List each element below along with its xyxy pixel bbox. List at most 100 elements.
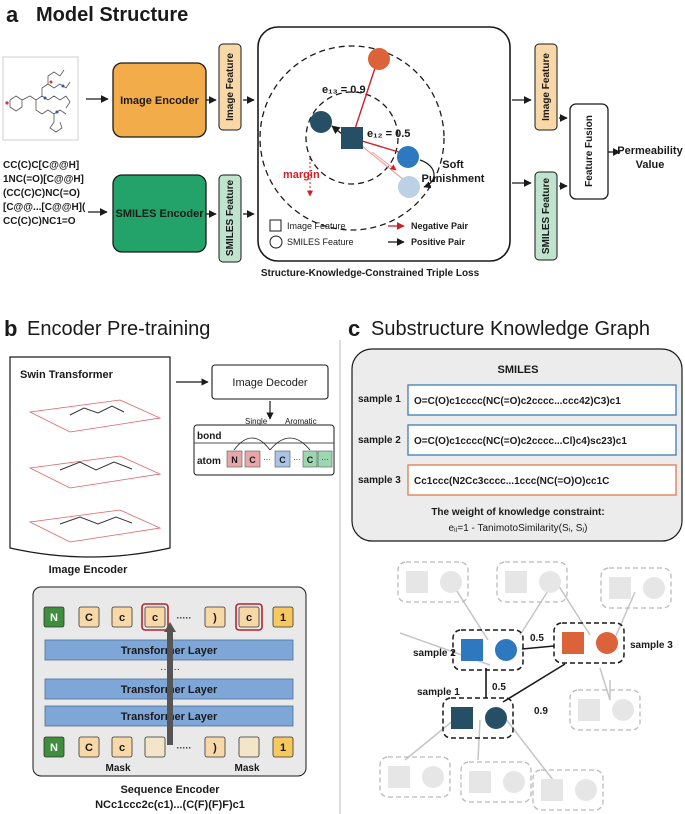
atom-token-5: C xyxy=(307,455,314,465)
smiles-header: SMILES xyxy=(498,364,539,376)
atom-token-0: N xyxy=(231,455,238,465)
top-tokens-box-6 xyxy=(238,606,260,628)
loss-legend: Image Feature SMILES Feature Negative Pa… xyxy=(269,219,469,249)
atom-tokens: N C ··· C ··· C ··· xyxy=(226,450,333,468)
bottom-tokens-token-2: c xyxy=(119,742,125,754)
top-tokens-box-3 xyxy=(144,606,166,628)
margin-label: margin xyxy=(283,169,320,181)
node-sample-3 xyxy=(368,48,390,70)
node-sample-2 xyxy=(397,146,419,168)
panel-b-letter: b xyxy=(4,316,17,341)
sample-1-label: sample 1 xyxy=(358,394,401,405)
aromatic-label: Aromatic xyxy=(285,417,317,426)
sample-2-box xyxy=(407,424,677,456)
panel-a: a Model Structure Image Encoder xyxy=(2,2,684,279)
feature-fusion-label: Feature Fusion xyxy=(584,115,595,187)
bottom-tokens-box-1 xyxy=(78,736,100,758)
positive-smiles-node xyxy=(310,111,332,133)
top-tokens-box-2 xyxy=(111,606,133,628)
panel-b-title: Encoder Pre-training xyxy=(27,318,210,340)
legend-negative: Negative Pair xyxy=(411,221,469,231)
triple-loss-box xyxy=(257,26,511,262)
e12-label: e₁₂ = 0.5 xyxy=(367,128,410,140)
image-decoder-box xyxy=(211,364,329,400)
swin-label: Swin Transformer xyxy=(20,369,114,381)
image-feature-bar-left xyxy=(218,43,242,131)
sample-3-box xyxy=(407,464,677,496)
sample-3-label: sample 3 xyxy=(358,475,401,486)
smiles-text: CC(C)C[C@@H] 1NC(=O)[C@@H] (CC(C)C)NC(=O… xyxy=(3,160,86,227)
panel-a-letter: a xyxy=(6,2,19,27)
top-tokens-box-7 xyxy=(272,606,294,628)
top-tokens-token-5: ) xyxy=(213,612,217,624)
top-tokens-token-0: N xyxy=(50,612,58,624)
graph-sample-2-label: sample 2 xyxy=(413,648,456,659)
atom-label: atom xyxy=(197,456,221,467)
sample-2-label: sample 2 xyxy=(358,435,401,446)
image-feature-bar-right xyxy=(534,43,558,131)
smiles-feature-bar-right xyxy=(534,171,558,261)
edge-1-3 xyxy=(502,663,566,703)
bottom-tokens-box-6 xyxy=(238,736,260,758)
mask-label-2: Mask xyxy=(234,763,259,774)
top-tokens-token-1: C xyxy=(85,612,93,624)
panel-b: b Encoder Pre-training Swin Transformer … xyxy=(4,316,335,811)
positive-pair-arrow xyxy=(331,125,343,135)
top-tokens-box-0 xyxy=(43,606,65,628)
panel-c-letter: c xyxy=(348,316,360,341)
smiles-feature-label-left: SMILES Feature xyxy=(225,180,236,257)
graph-node-sample-3 xyxy=(553,622,625,664)
node-sample-2-shifted xyxy=(398,176,420,198)
weight-formula: eᵢⱼ=1 - TanimotoSimilarity(Sᵢ, Sⱼ) xyxy=(449,523,588,534)
smiles-feature-bar-left xyxy=(218,174,242,263)
top-tokens-box-5 xyxy=(204,606,226,628)
bond-label: bond xyxy=(197,431,221,442)
image-decoder-label: Image Decoder xyxy=(232,377,308,389)
single-label: Single xyxy=(245,417,268,426)
top-tokens-highlight-6 xyxy=(235,603,263,631)
loss-caption: Structure-Knowledge-Constrained Triple L… xyxy=(261,268,480,279)
bottom-tokens-box-0 xyxy=(43,736,65,758)
image-encoder-caption: Image Encoder xyxy=(49,564,129,576)
atom-token-2: ··· xyxy=(263,455,271,464)
vertical-flow-bar xyxy=(167,628,173,745)
bottom-tokens-box-7 xyxy=(272,736,294,758)
top-tokens-highlight-3 xyxy=(141,603,169,631)
outer-margin-ring xyxy=(259,45,445,231)
permeability-label-2: Value xyxy=(636,159,665,171)
faded-arrow xyxy=(371,151,397,171)
atom-token-3: C xyxy=(279,455,286,465)
sample-1-box xyxy=(407,384,677,416)
sample-2-smiles: O=C(O)c1cccc(NC(=O)c2cccc...Cl)c4)sc23)c… xyxy=(414,436,627,447)
atom-token-4: ··· xyxy=(293,455,301,464)
edge-2-3 xyxy=(521,645,555,650)
weight-2-3: 0.5 xyxy=(530,633,544,644)
smiles-line-5: CC(C)C)NC1=O xyxy=(3,216,76,227)
smiles-line-4: [C@@...[C@@H]( xyxy=(3,202,86,213)
legend-square-icon xyxy=(269,219,282,232)
image-encoder-label: Image Encoder xyxy=(120,95,200,107)
bottom-tokens-box-3 xyxy=(144,736,166,758)
weight-1-3: 0.9 xyxy=(534,706,548,717)
soft-label-1: Soft xyxy=(442,159,464,171)
panel-c-title: Substructure Knowledge Graph xyxy=(371,318,650,340)
top-tokens-token-7: 1 xyxy=(280,612,286,624)
atom-token-6: ··· xyxy=(321,455,329,464)
sample-3-smiles: Cc1ccc(N2Cc3cccc...1ccc(NC(=O)O)cc1C xyxy=(414,476,609,487)
graph-background-edges xyxy=(399,579,636,781)
image-feature-label-right: Image Feature xyxy=(541,53,552,121)
graph-node-sample-2 xyxy=(452,629,524,671)
image-feature-label-left: Image Feature xyxy=(225,53,236,121)
anchor-image-feature xyxy=(341,127,363,149)
smiles-line-1: CC(C)C[C@@H] xyxy=(3,160,79,171)
sequence-encoder-caption: Sequence Encoder xyxy=(120,784,220,796)
top-tokens-token-3: c xyxy=(152,612,158,624)
soft-punishment-arrow xyxy=(419,159,435,189)
top-tokens-token-2: c xyxy=(119,612,125,624)
graph-node-sample-1 xyxy=(442,697,514,739)
molecule-image xyxy=(2,56,79,141)
bottom-tokens-token-5: ) xyxy=(213,742,217,754)
bottom-tokens-token-0: N xyxy=(50,742,58,754)
